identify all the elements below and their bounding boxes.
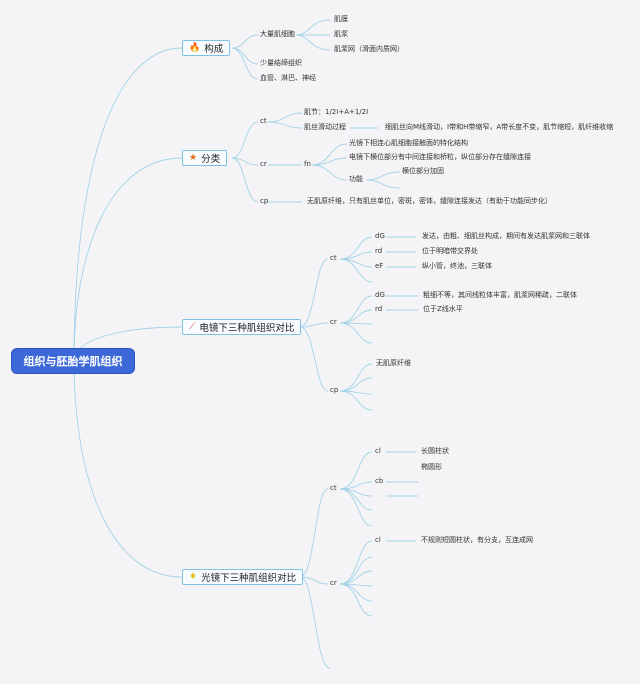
branch-label: 电镜下三种肌组织对比 <box>199 323 295 334</box>
node-text[interactable]: cr <box>330 579 337 587</box>
node-text[interactable]: ct <box>330 484 337 492</box>
node-text[interactable]: 位于Z线水平 <box>423 305 463 313</box>
branch-classification[interactable]: ★ 分类 <box>182 150 228 166</box>
node-text[interactable]: 肌浆 <box>334 30 348 38</box>
node-text[interactable]: cl <box>375 447 381 455</box>
node-text[interactable]: eF <box>375 262 384 270</box>
node-text[interactable]: 光镜下相连心肌细胞接触面的特化结构 <box>349 139 468 147</box>
node-text[interactable]: 不规则短圆柱状，有分支，互连成网 <box>421 536 533 544</box>
node-text[interactable]: 电镜下横位部分有中间连接和桥粒，纵位部分存在缝隙连接 <box>349 153 531 161</box>
node-text[interactable]: rd <box>375 305 383 313</box>
node-text[interactable]: dG <box>375 232 385 240</box>
node-text[interactable]: ct <box>330 254 337 262</box>
node-text[interactable]: 横位部分加固 <box>402 167 444 175</box>
node-text[interactable]: 血管、淋巴、神经 <box>260 74 316 82</box>
branch-label: 构成 <box>204 44 224 55</box>
node-text[interactable]: 少量结缔组织 <box>260 59 302 67</box>
branch-composition[interactable]: 🔥 构成 <box>182 40 231 56</box>
node-text[interactable]: ct <box>260 117 267 125</box>
node-text[interactable]: 无肌原纤维 <box>376 359 411 367</box>
node-text[interactable]: 位于明暗带交界处 <box>422 247 478 255</box>
node-text[interactable]: 肌浆网（滑面内质网） <box>334 45 404 53</box>
branch-label: 分类 <box>201 154 221 165</box>
bulb-icon: ♦ <box>189 571 198 582</box>
node-text[interactable]: 肌节：1/2I+A+1/2I <box>304 108 369 116</box>
branch-lm-comparison[interactable]: ♦ 光镜下三种肌组织对比 <box>182 569 304 585</box>
branch-em-comparison[interactable]: ⟋ 电镜下三种肌组织对比 <box>182 319 302 335</box>
branch-label: 光镜下三种肌组织对比 <box>201 573 297 584</box>
fire-icon: 🔥 <box>189 42 201 53</box>
node-text[interactable]: cr <box>260 160 267 168</box>
node-text[interactable]: rd <box>375 247 383 255</box>
node-text[interactable]: fn <box>304 160 311 168</box>
node-text[interactable]: 细肌丝向M线滑动，I带和H带缩窄，A带长度不变，肌节缩短，肌纤维收缩 <box>385 123 614 131</box>
node-text[interactable]: 肌丝滑动过程 <box>304 123 346 131</box>
node-text[interactable]: cp <box>260 197 269 205</box>
node-text[interactable]: 无肌原纤维，只有肌丝单位，密斑，密体，缝隙连接发达（有助于功能同步化） <box>307 197 552 205</box>
node-text[interactable]: 粗细不等，其间线粒体丰富，肌浆网稀疏，二联体 <box>423 291 577 299</box>
root-topic[interactable]: 组织与胚胎学肌组织 <box>12 349 134 373</box>
node-text[interactable]: cl <box>375 536 381 544</box>
node-text[interactable]: 纵小管，终池，三联体 <box>422 262 492 270</box>
node-text[interactable]: cb <box>375 477 384 485</box>
wand-icon: ⟋ <box>189 321 196 332</box>
node-text[interactable]: 椭圆形 <box>421 463 442 471</box>
node-text[interactable]: cr <box>330 318 337 326</box>
node-text[interactable]: dG <box>375 291 385 299</box>
node-text[interactable]: 大量肌细胞 <box>260 30 295 38</box>
node-text[interactable]: 功能 <box>349 175 363 183</box>
node-text[interactable]: 发达，由粗、细肌丝构成，期间有发达肌浆网和三联体 <box>422 232 590 240</box>
node-text[interactable]: 肌膜 <box>334 15 348 23</box>
node-text[interactable]: cp <box>330 386 339 394</box>
star-icon: ★ <box>189 152 198 163</box>
node-text[interactable]: 长圆柱状 <box>421 447 449 455</box>
